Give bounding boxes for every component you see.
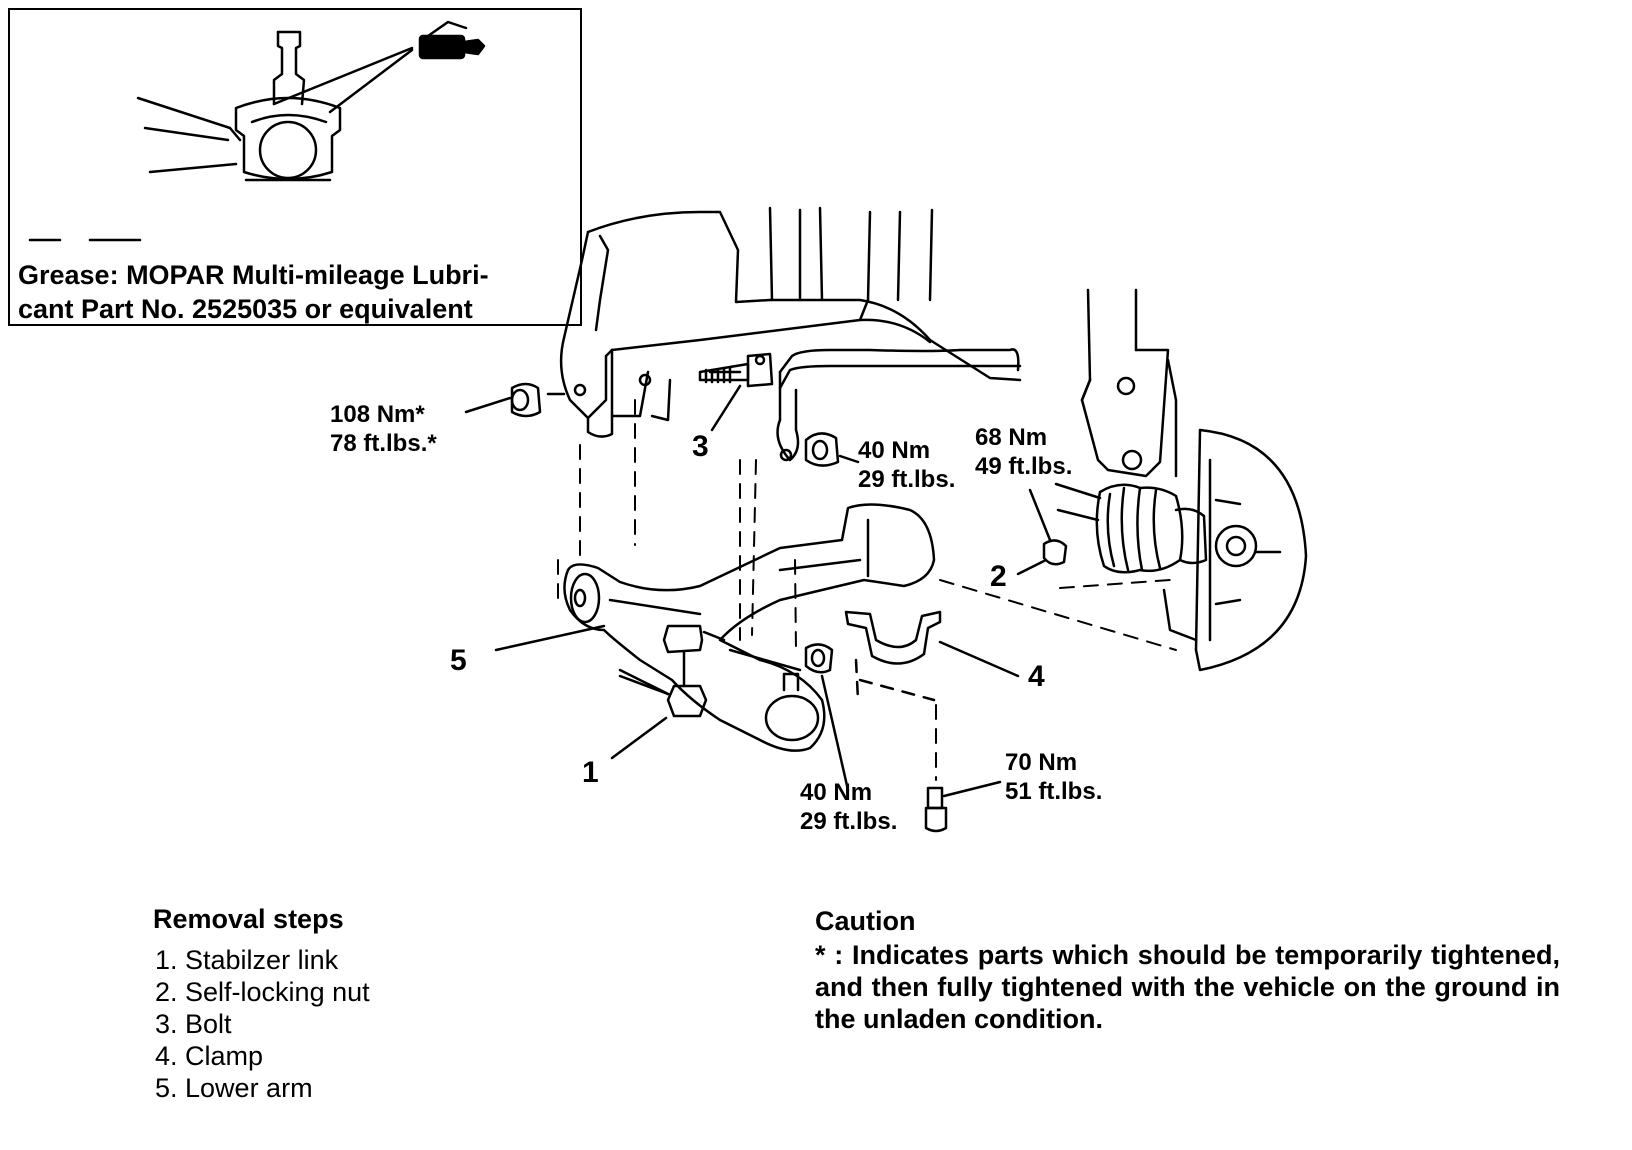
torque-label-40nm-upper: 40 Nm 29 ft.lbs.: [858, 437, 956, 493]
leader-70: [942, 780, 1002, 798]
leader-1: [610, 716, 668, 760]
callout-3: 3: [692, 430, 709, 463]
ball-joint-inset-drawing: [136, 20, 486, 182]
removal-step: 4. Clamp: [155, 1041, 264, 1071]
torque-label-40nm-lower: 40 Nm 29 ft.lbs.: [800, 779, 898, 835]
stabilizer-clamp: [844, 610, 942, 702]
stabilizer-bar-end: [776, 370, 800, 462]
caution-text: * : Indicates parts which should be temp…: [815, 940, 1560, 1034]
removal-step: 3. Bolt: [155, 1009, 232, 1039]
steering-knuckle: [1080, 288, 1178, 478]
leader-40-lower: [820, 674, 850, 792]
bolt: [698, 352, 774, 388]
callout-1: 1: [582, 756, 599, 789]
stabilizer-link-upper-nut: [804, 432, 840, 467]
torque-label-108nm: 108 Nm* 78 ft.lbs.*: [330, 401, 437, 457]
crossmember-frame: [559, 206, 1022, 438]
callout-4: 4: [1028, 660, 1045, 693]
removal-step: 1. Stabilzer link: [155, 945, 339, 975]
lower-arm-ball-joint: [764, 672, 820, 742]
leader-4: [938, 640, 1020, 678]
leader-68: [1028, 488, 1052, 542]
torque-label-68nm: 68 Nm 49 ft.lbs.: [975, 424, 1073, 480]
removal-steps-list: 1. Stabilzer link 2. Self-locking nut 3.…: [155, 944, 370, 1104]
callout-2: 2: [990, 560, 1007, 593]
self-locking-nut: [1042, 539, 1068, 566]
stabilizer-bar: [778, 348, 1020, 374]
removal-steps-title: Removal steps: [153, 904, 344, 934]
grease-specification-note: Grease: MOPAR Multi-mileage Lubri- cant …: [18, 260, 489, 324]
stabilizer-bar-lower-edge: [778, 364, 1022, 390]
clamp-bolt: [924, 786, 948, 833]
drive-shaft-and-hub: [1054, 428, 1308, 672]
ball-joint-nut: [804, 643, 834, 674]
removal-step: 2. Self-locking nut: [155, 977, 370, 1007]
alignment-lines: [557, 399, 1177, 781]
leader-108: [464, 396, 512, 414]
callout-5: 5: [450, 644, 467, 677]
leader-5: [494, 624, 606, 652]
leader-2: [1016, 558, 1048, 576]
leader-3: [710, 384, 742, 432]
removal-step: 5. Lower arm: [155, 1073, 313, 1103]
leader-40-upper: [838, 454, 860, 464]
stabilizer-bar-end-hole: [779, 448, 793, 462]
caution-title: Caution: [815, 906, 916, 936]
lower-arm-bushing-nut: [510, 382, 566, 418]
stabilizer-link: [618, 624, 726, 718]
torque-label-70nm: 70 Nm 51 ft.lbs.: [1005, 749, 1103, 805]
lower-arm: [563, 503, 936, 752]
